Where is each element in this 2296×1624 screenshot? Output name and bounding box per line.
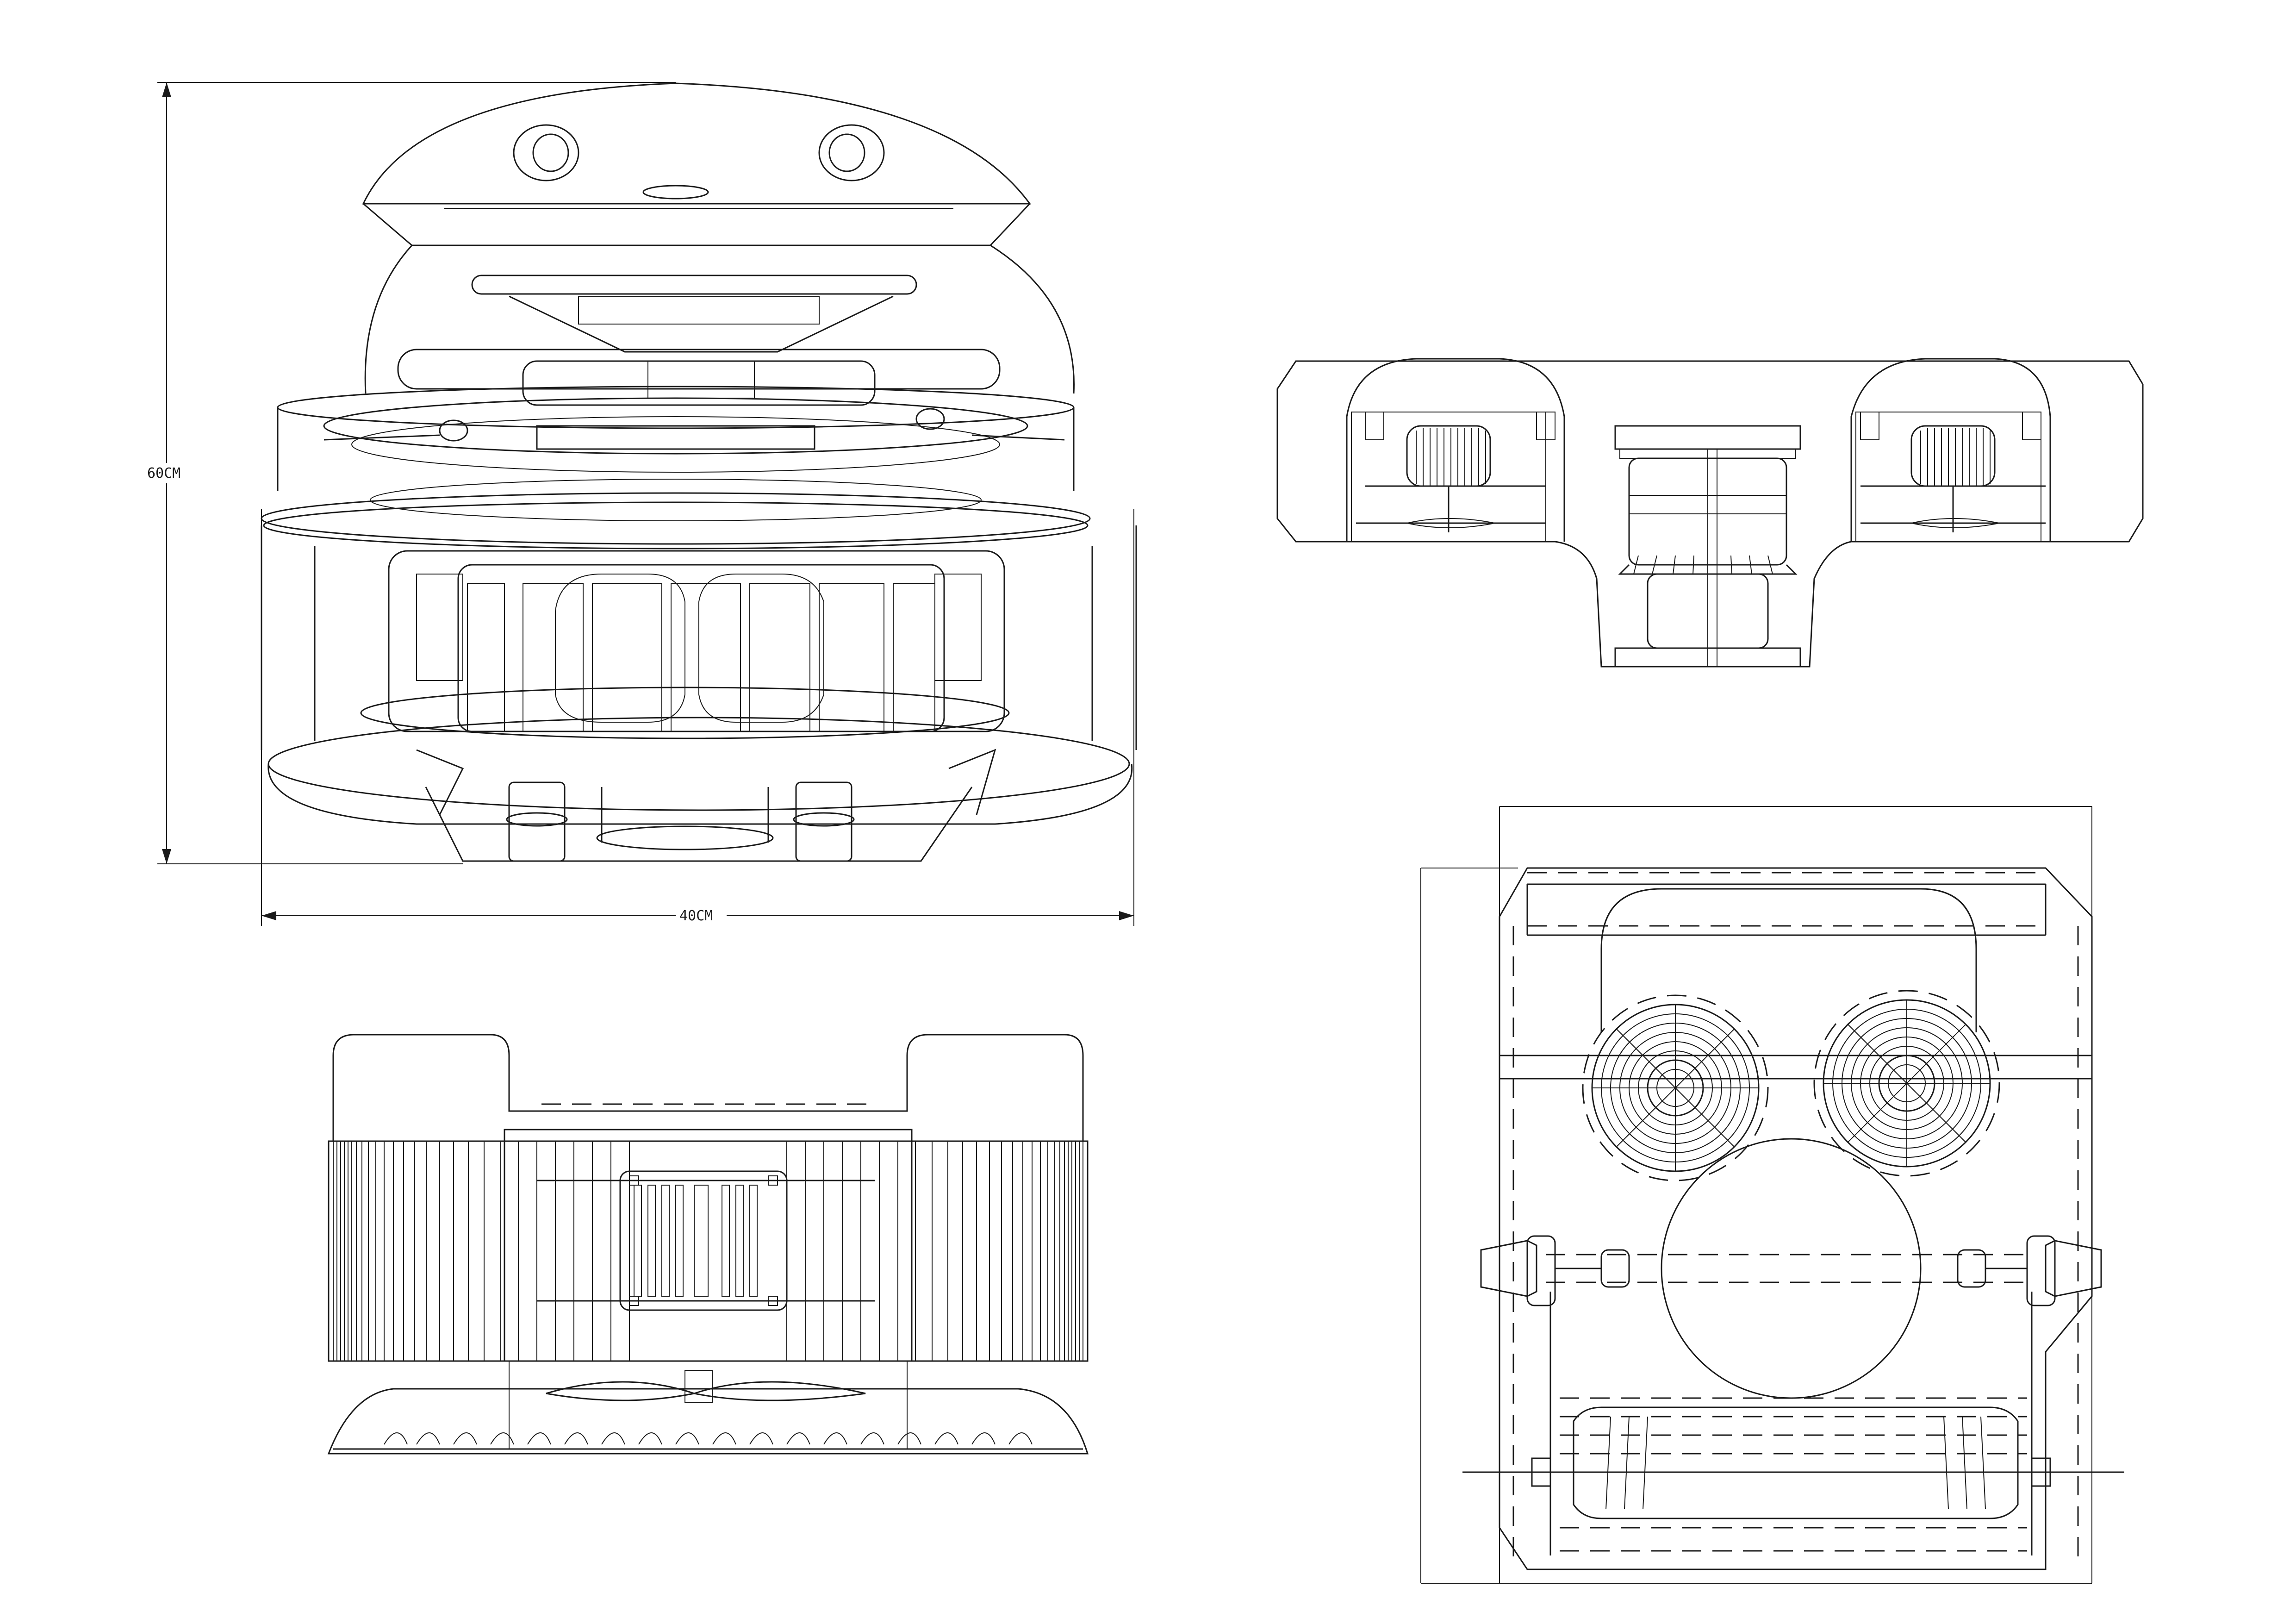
width-dimension-label: 40CM — [679, 908, 713, 924]
side-elevation-view — [327, 1034, 1089, 1455]
height-dimension-label: 60CM — [147, 465, 180, 481]
top-section-view — [1276, 358, 2144, 668]
assembly-perspective-view — [157, 82, 1137, 926]
front-section-view — [1420, 806, 2124, 1584]
